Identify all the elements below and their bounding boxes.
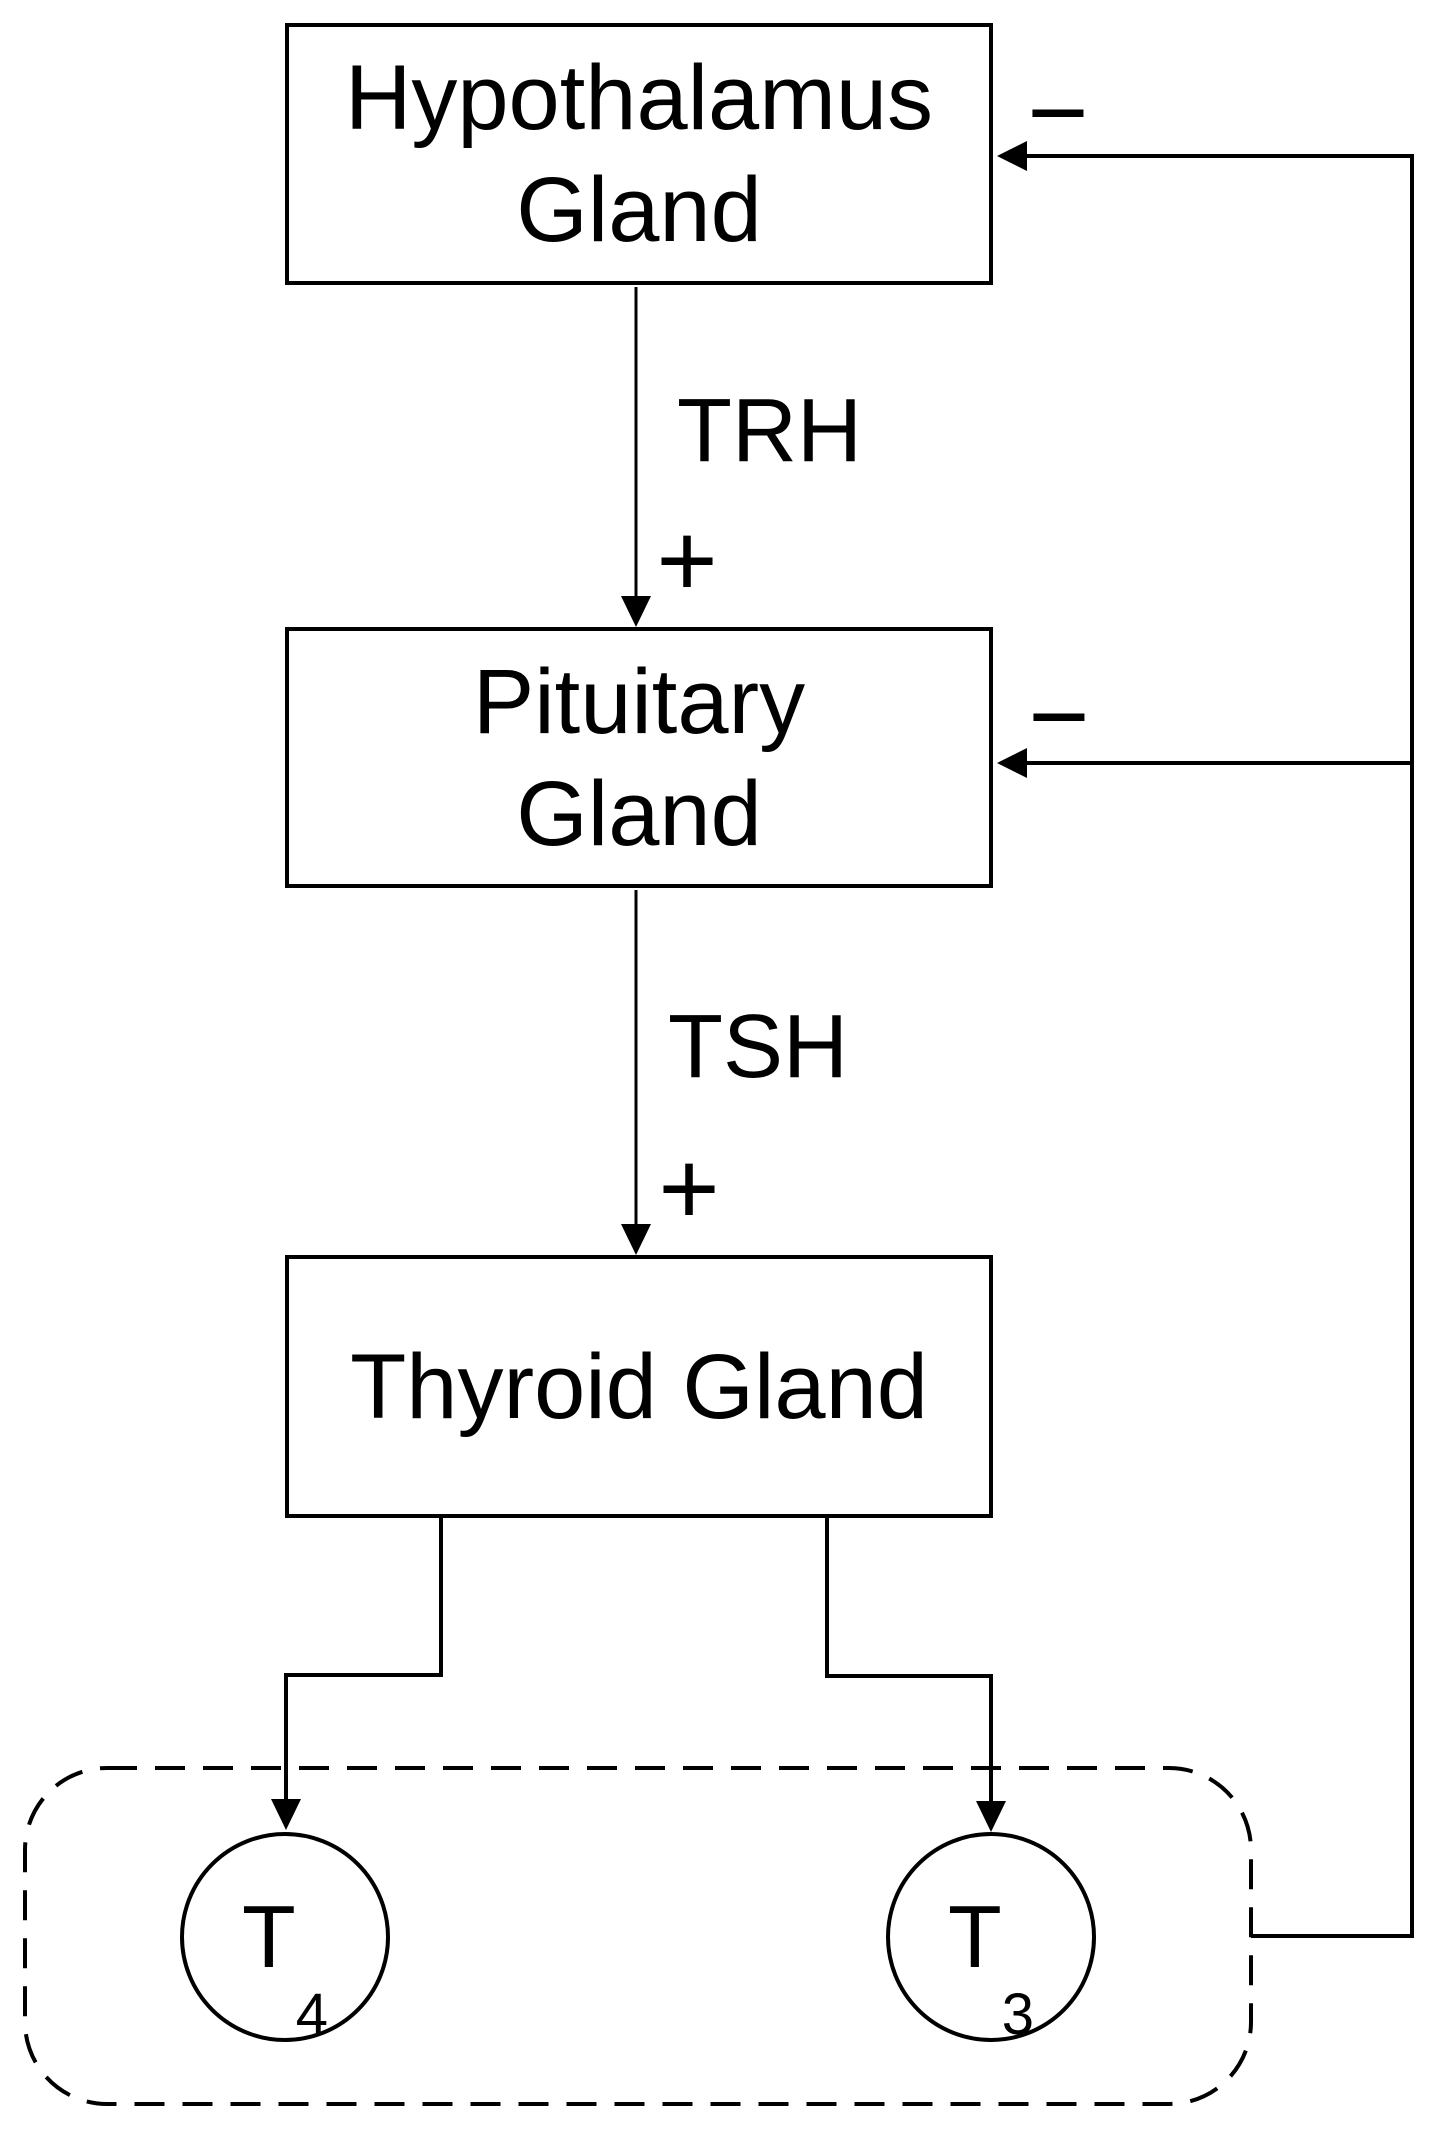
hypothalamus-label-line2: Gland <box>516 159 762 261</box>
pituitary-box: Pituitary Gland <box>285 627 993 888</box>
hypothalamus-label-line1: Hypothalamus <box>344 47 934 149</box>
feedback-loop-line <box>1020 154 1414 1938</box>
pituitary-label-line2: Gland <box>516 762 762 865</box>
trh-plus-sign: + <box>656 502 718 619</box>
t3-subscript: 3 <box>1001 1982 1035 2047</box>
minus-sign-hypothalamus: − <box>1027 54 1089 171</box>
hypothalamus-box: Hypothalamus Gland <box>285 23 993 285</box>
minus-sign-pituitary: − <box>1028 658 1090 775</box>
tsh-plus-sign: + <box>658 1130 720 1247</box>
thyroid-to-t4-connector <box>284 1518 443 1803</box>
feedback-pituitary-arrowhead-icon <box>997 748 1027 778</box>
t3-arrowhead-icon <box>976 1801 1006 1832</box>
thyroid-box: Thyroid Gland <box>285 1255 993 1518</box>
trh-label: TRH <box>677 381 862 481</box>
feedback-hypothalamus-arrowhead-icon <box>997 141 1027 171</box>
tsh-arrowhead-icon <box>621 1224 651 1255</box>
t3-label: T <box>947 1887 1002 1986</box>
t4-subscript: 4 <box>295 1982 329 2047</box>
thyroid-label: Thyroid Gland <box>350 1335 928 1438</box>
tsh-label: TSH <box>668 997 848 1097</box>
thyroid-to-t3-connector <box>825 1518 993 1805</box>
pituitary-label-line1: Pituitary <box>472 650 806 753</box>
t4-arrowhead-icon <box>271 1799 301 1830</box>
trh-arrowhead-icon <box>621 596 651 627</box>
t4-label: T <box>241 1887 296 1986</box>
